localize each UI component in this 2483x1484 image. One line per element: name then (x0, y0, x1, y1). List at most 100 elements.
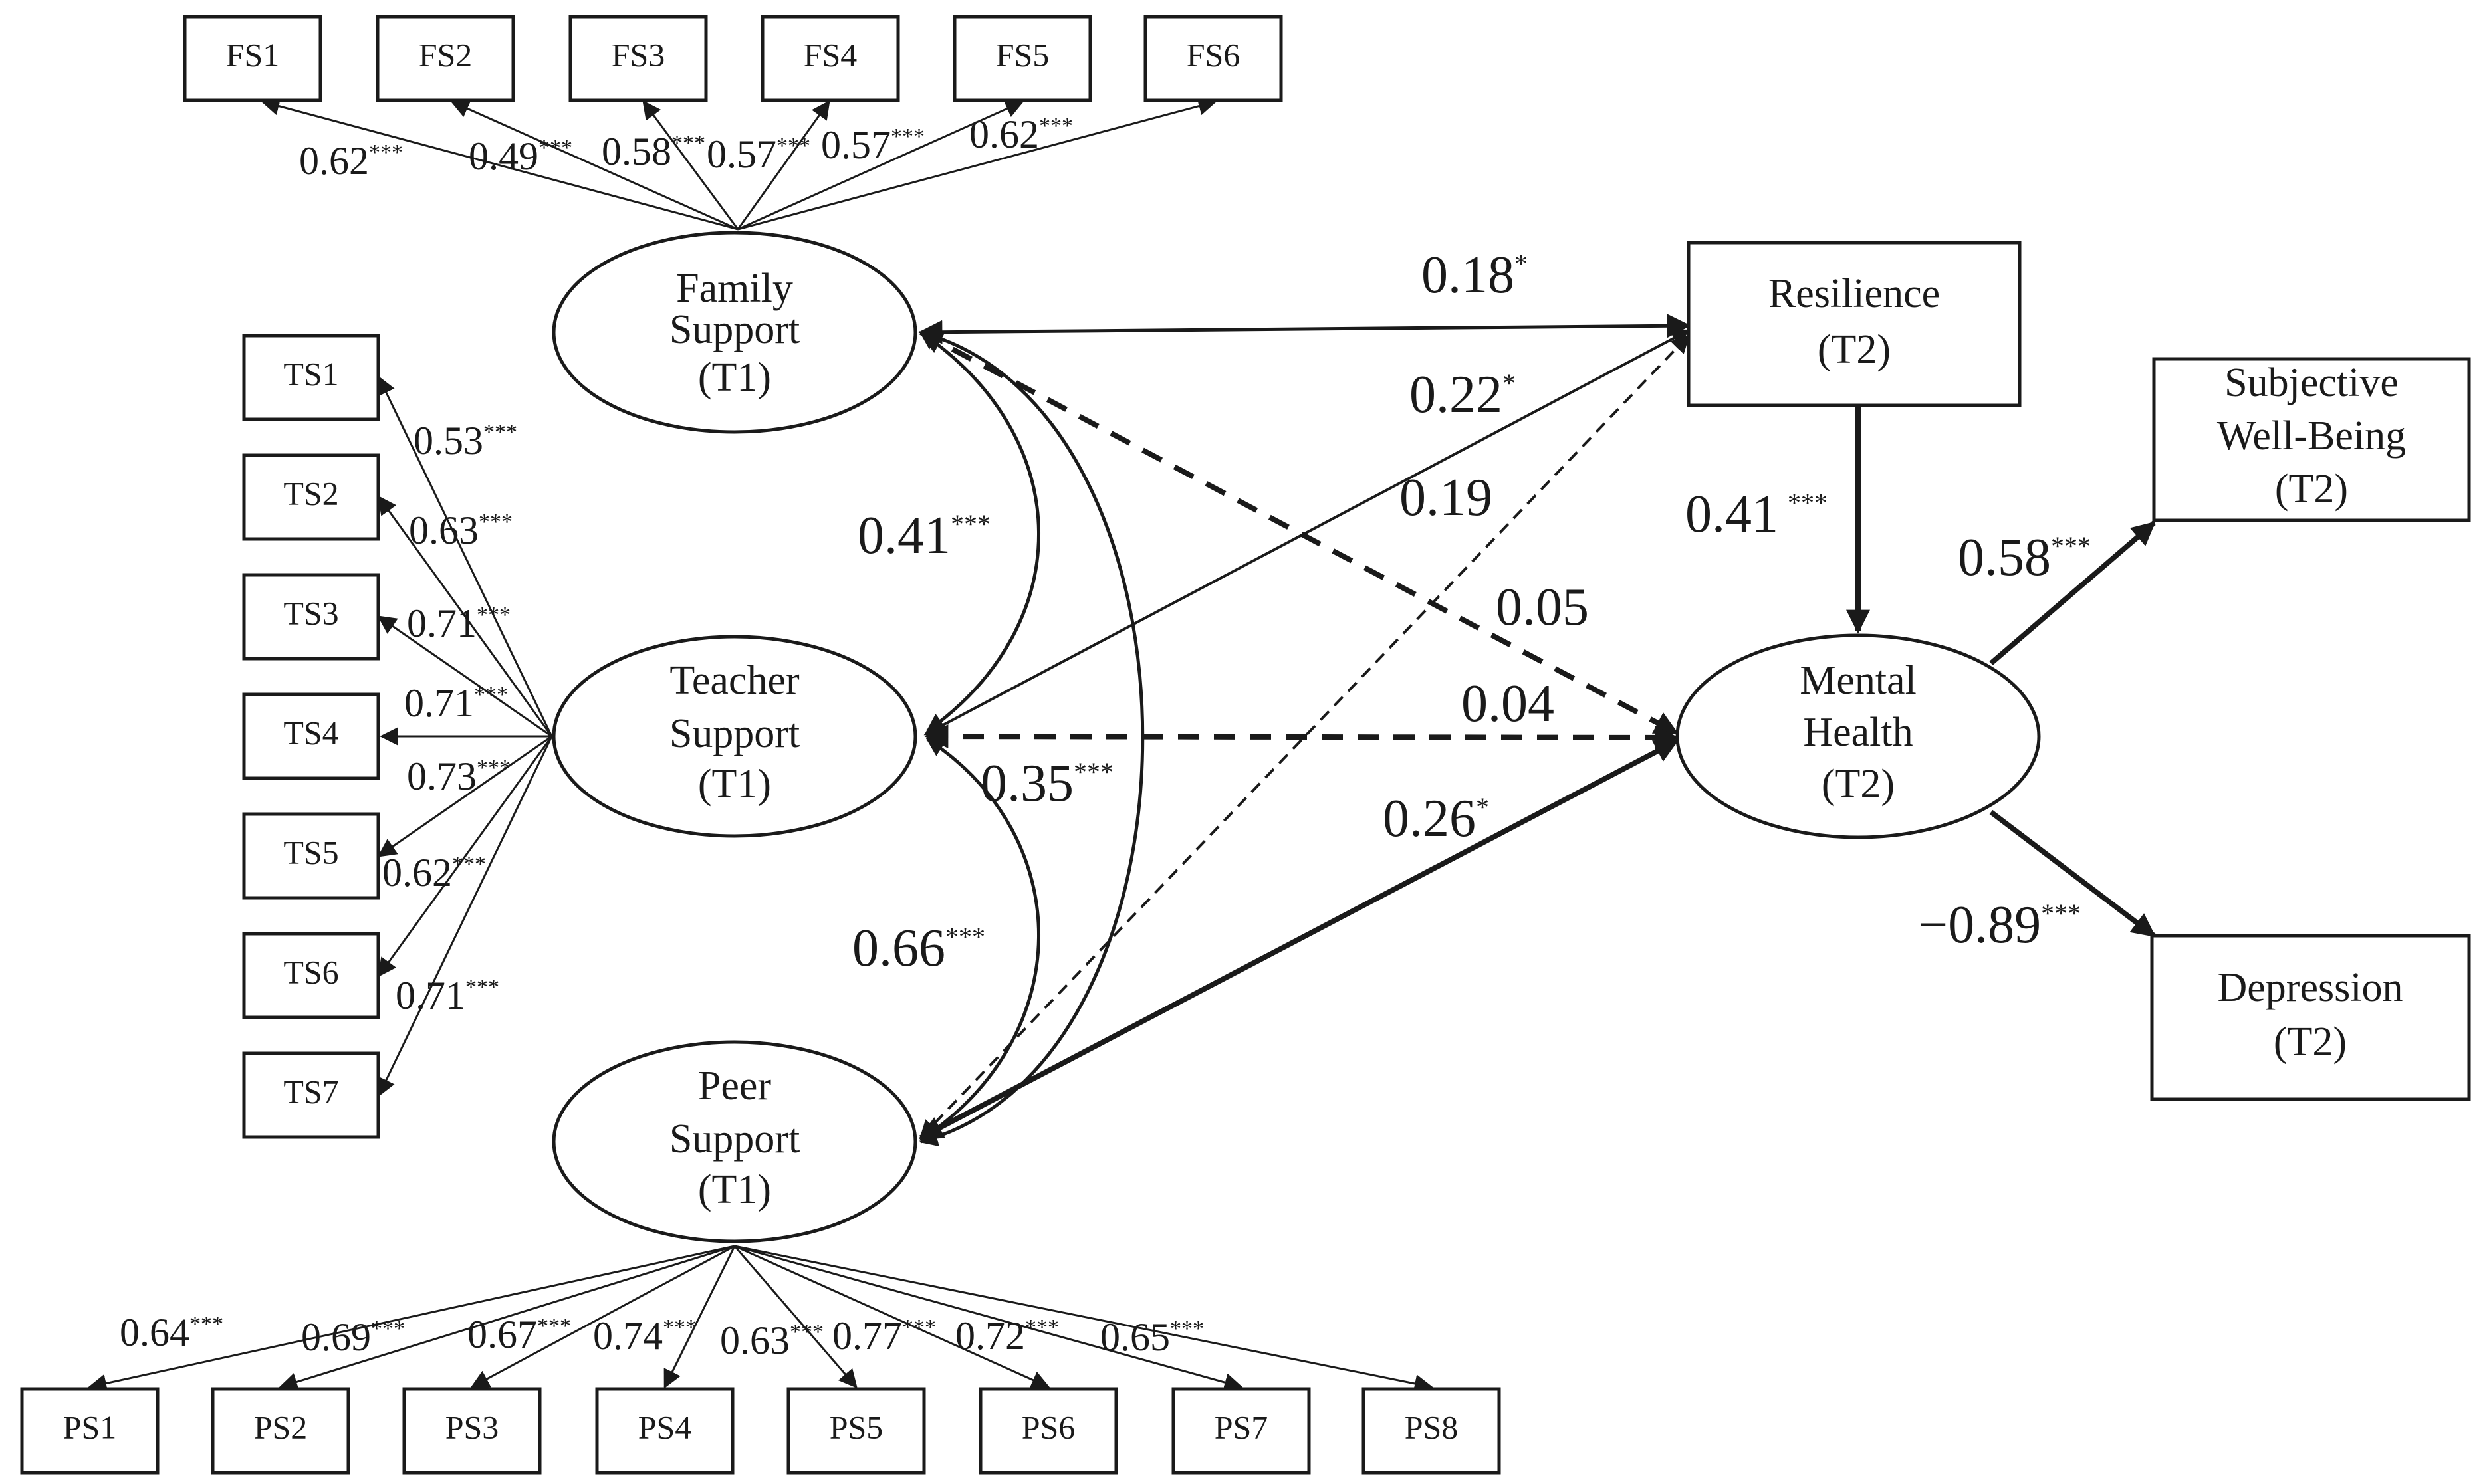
loading-line-ps7 (734, 1245, 1243, 1392)
indicator-label: PS5 (830, 1408, 884, 1445)
construct-label: Health (1803, 710, 1913, 755)
loading-line-ps1 (88, 1245, 735, 1393)
loading-lines-family (261, 96, 1217, 231)
path-peer-mental (918, 738, 1679, 1140)
loading-label-fs3: 0.58*** (602, 130, 705, 173)
indicator-fs1: FS1 (183, 15, 322, 102)
indicator-ts2: TS2 (242, 453, 380, 541)
loading-line-fs4 (737, 100, 830, 230)
loading-line-fs2 (450, 100, 739, 231)
correlation-label-family-teacher: 0.41*** (858, 506, 991, 565)
indicator-fs4: FS4 (761, 15, 900, 102)
loading-label-ts7: 0.71*** (396, 974, 499, 1017)
correlation-label-family-peer: 0.35*** (981, 754, 1114, 813)
path-teacher-mental (924, 724, 1679, 750)
indicator-label: PS3 (445, 1408, 499, 1445)
indicator-ps2: PS2 (211, 1387, 350, 1475)
indicator-fs2: FS2 (376, 15, 515, 102)
structural-paths (918, 314, 2156, 1140)
loading-label-ts1: 0.53*** (414, 419, 517, 463)
construct-label: (T1) (698, 1167, 771, 1212)
construct-label: Support (669, 1116, 800, 1162)
loading-label-ts3: 0.71*** (407, 601, 511, 645)
loading-line-fs3 (642, 100, 739, 230)
loading-line-fs6 (737, 96, 1217, 231)
loading-line-ps3 (470, 1245, 735, 1388)
loading-label-fs4: 0.57*** (707, 132, 810, 176)
construct-label: Family (676, 266, 793, 311)
construct-label: Subjective (2224, 360, 2399, 405)
indicator-label: PS2 (254, 1408, 308, 1445)
construct-resilience: Resilience (T2) (1687, 241, 2022, 407)
indicator-ts3: TS3 (242, 573, 380, 661)
loading-line-ps6 (734, 1245, 1050, 1389)
path-family-resilience (918, 314, 1691, 344)
loading-label-ps4: 0.74*** (593, 1314, 697, 1358)
construct-peer-support: Peer Support (T1) (552, 1040, 917, 1243)
loading-line-fs1 (261, 97, 739, 231)
path-label-family-mental: 0.05 (1496, 578, 1589, 637)
indicator-ts1: TS1 (242, 334, 380, 421)
construct-depression: Depression (T2) (2150, 934, 2471, 1101)
path-mental-depression (1989, 809, 2156, 938)
loading-label-ps5: 0.63*** (720, 1319, 824, 1362)
loading-line-ps5 (733, 1245, 858, 1389)
indicator-ps6: PS6 (979, 1387, 1118, 1475)
path-label-teacher-mental: 0.04 (1461, 675, 1554, 733)
construct-family-support: Family Support (T1) (552, 231, 917, 434)
indicator-label: TS5 (283, 833, 338, 871)
path-label-peer-resilience: 0.19 (1399, 469, 1492, 527)
indicator-label: FS2 (419, 36, 473, 73)
loading-label-ps3: 0.67*** (467, 1313, 571, 1356)
indicator-label: TS3 (283, 594, 338, 631)
construct-label: Well-Being (2217, 413, 2406, 459)
loading-line-ts6 (378, 736, 553, 978)
indicator-label: FS6 (1187, 36, 1241, 73)
indicator-label: FS1 (226, 36, 280, 73)
path-family-mental (918, 330, 1679, 736)
indicator-ts5: TS5 (242, 812, 380, 900)
indicator-ps8: PS8 (1361, 1387, 1501, 1475)
loading-label-fs6: 0.62*** (969, 112, 1073, 156)
indicator-label: PS8 (1405, 1408, 1459, 1445)
indicator-label: TS1 (283, 355, 338, 392)
construct-label: (T2) (2275, 467, 2348, 512)
indicator-label: PS4 (638, 1408, 692, 1445)
loading-label-ts6: 0.62*** (382, 851, 486, 895)
construct-label: Depression (2218, 965, 2403, 1010)
construct-label: (T1) (698, 355, 771, 400)
indicator-label: TS6 (283, 953, 338, 990)
loading-lines-peer (88, 1245, 1433, 1393)
indicator-ts6: TS6 (242, 932, 380, 1019)
correlation-label-teacher-peer: 0.66*** (852, 919, 985, 978)
path-label-mental-swb: 0.58*** (1958, 528, 2091, 587)
construct-mental-health: Mental Health (T2) (1675, 633, 2041, 839)
construct-label: Support (669, 711, 800, 756)
indicator-ps1: PS1 (20, 1387, 160, 1475)
path-label-peer-mental: 0.26* (1383, 790, 1489, 848)
loading-line-ps8 (734, 1245, 1433, 1393)
construct-label: (T2) (1822, 762, 1895, 807)
loading-line-ts3 (377, 615, 552, 738)
loading-label-ts5: 0.73*** (407, 754, 511, 798)
path-label-resilience-mental: 0.41*** (1685, 485, 1828, 544)
indicator-label: TS2 (283, 475, 338, 512)
loading-label-fs1: 0.62*** (299, 139, 403, 183)
loading-label-ps7: 0.72*** (955, 1314, 1059, 1358)
indicator-ps4: PS4 (595, 1387, 735, 1475)
path-mental-swb (1989, 520, 2156, 666)
construct-label: Peer (698, 1063, 772, 1109)
indicator-fs6: FS6 (1143, 15, 1283, 102)
loading-line-ts5 (377, 735, 552, 857)
path-label-family-resilience: 0.18* (1421, 246, 1528, 304)
loading-line-fs5 (737, 100, 1024, 231)
indicator-label: PS1 (63, 1408, 117, 1445)
loading-line-ps2 (279, 1245, 735, 1391)
construct-label: (T2) (2274, 1019, 2347, 1065)
indicator-ts7: TS7 (242, 1051, 380, 1139)
loading-line-ts2 (378, 495, 553, 737)
construct-label: Teacher (669, 658, 800, 703)
construct-label: Resilience (1768, 271, 1940, 316)
loading-label-ps1: 0.64*** (120, 1311, 223, 1354)
indicator-label: FS3 (612, 36, 665, 73)
